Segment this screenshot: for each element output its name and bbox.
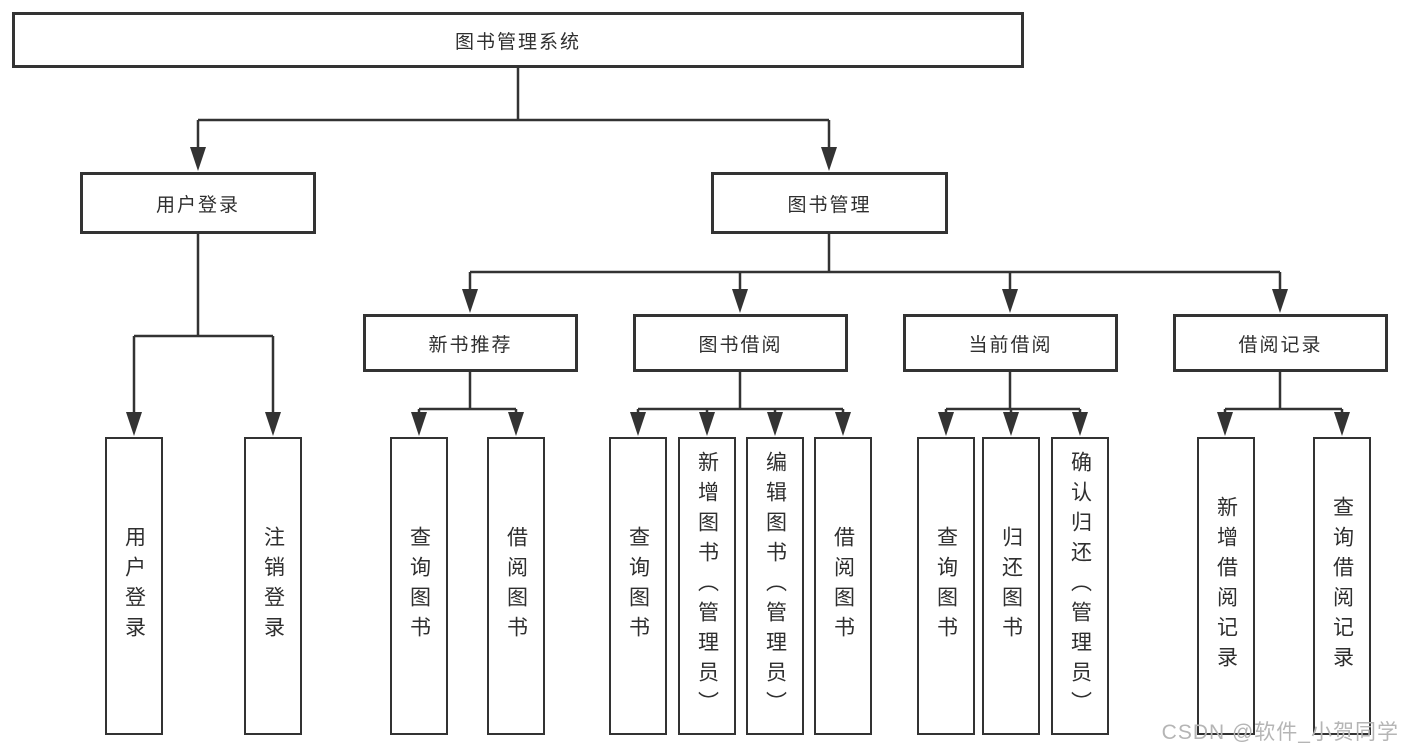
node-user-login: 用户登录 — [80, 172, 316, 234]
connector-borrow-records-children — [1217, 372, 1350, 436]
node-book-management: 图书管理 — [711, 172, 948, 234]
leaf-return-books: 归还图书 — [982, 437, 1040, 735]
leaf-user-login: 用户登录 — [105, 437, 163, 735]
connector-root-to-level2 — [190, 68, 837, 171]
node-new-book-recommend: 新书推荐 — [363, 314, 578, 372]
csdn-watermark: CSDN @软件_小贺同学 — [1161, 721, 1399, 744]
leaf-query-books-current: 查询图书 — [917, 437, 975, 735]
leaf-query-books-recommend: 查询图书 — [390, 437, 448, 735]
leaf-borrow-books-recommend: 借阅图书 — [487, 437, 545, 735]
node-current-borrow: 当前借阅 — [903, 314, 1118, 372]
connector-new-book-recommend-children — [411, 372, 524, 436]
connector-book-management-children — [462, 234, 1288, 313]
leaf-query-books-borrow: 查询图书 — [609, 437, 667, 735]
leaf-edit-books-admin: 编辑图书（管理员） — [746, 437, 804, 735]
leaf-confirm-return-admin: 确认归还（管理员） — [1051, 437, 1109, 735]
leaf-logout: 注销登录 — [244, 437, 302, 735]
connector-book-borrow-children — [630, 372, 851, 436]
leaf-add-books-admin: 新增图书（管理员） — [678, 437, 736, 735]
node-borrow-records: 借阅记录 — [1173, 314, 1388, 372]
node-book-borrow: 图书借阅 — [633, 314, 848, 372]
leaf-add-borrow-record: 新增借阅记录 — [1197, 437, 1255, 735]
leaf-borrow-books: 借阅图书 — [814, 437, 872, 735]
leaf-query-borrow-record: 查询借阅记录 — [1313, 437, 1371, 735]
node-root-library-system: 图书管理系统 — [12, 12, 1024, 68]
connector-current-borrow-children — [938, 372, 1088, 436]
connector-user-login-children — [126, 234, 281, 436]
